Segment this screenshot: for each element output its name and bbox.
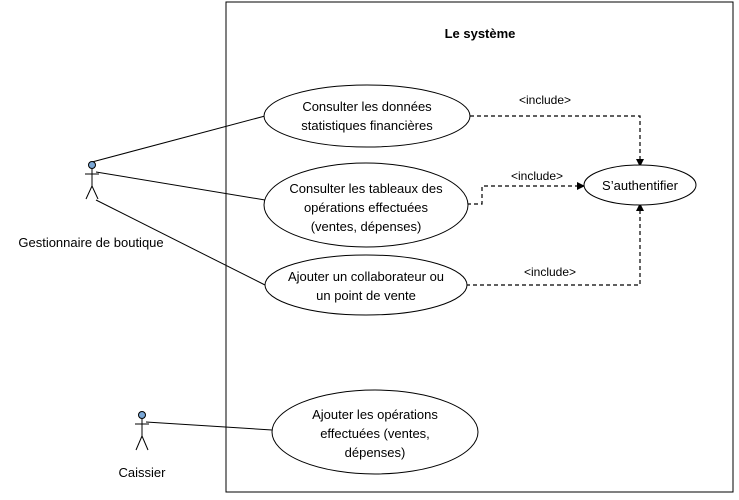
use-case-label: (ventes, dépenses) (311, 219, 422, 234)
include-uc1-auth (470, 115, 644, 167)
use-case-label: dépenses) (345, 445, 406, 460)
actor-label-caissier: Caissier (119, 465, 167, 480)
system-boundary (225, 1, 734, 493)
actor-head-icon (138, 411, 146, 419)
include-uc2-auth (467, 182, 585, 205)
use-case-label: S’authentifier (602, 178, 679, 193)
association-gestionnaire-uc2 (95, 171, 266, 201)
use-case-label: statistiques financières (301, 118, 433, 133)
use-case-label: Ajouter les opérations (312, 407, 438, 422)
system-title: Le système (445, 26, 516, 41)
association-gestionnaire-uc3 (95, 199, 266, 286)
include-label: <include> (511, 169, 563, 183)
use-case-label: Consulter les tableaux des (289, 181, 443, 196)
association-gestionnaire-uc1 (91, 115, 266, 163)
use-case-ajouter-collaborateur[interactable] (264, 254, 468, 316)
use-case-label: effectuées (ventes, (320, 426, 430, 441)
use-case-label: Consulter les données (302, 99, 432, 114)
actor-caissier[interactable] (135, 411, 149, 451)
use-case-label: Ajouter un collaborateur ou (288, 269, 444, 284)
use-case-label: un point de vente (316, 288, 416, 303)
include-label: <include> (519, 93, 571, 107)
use-case-consulter-tableaux[interactable] (263, 162, 469, 248)
include-label: <include> (524, 265, 576, 279)
use-case-authentifier[interactable] (583, 164, 697, 206)
actor-gestionnaire[interactable] (85, 161, 99, 200)
actor-label-gestionnaire: Gestionnaire de boutique (18, 235, 163, 250)
use-case-consulter-statistiques[interactable] (263, 84, 471, 148)
use-case-ajouter-operations[interactable] (271, 389, 479, 475)
association-caissier-uc5 (145, 421, 273, 431)
include-uc3-auth (466, 203, 644, 286)
use-case-label: opérations effectuées (304, 200, 429, 215)
actor-head-icon (88, 161, 96, 169)
